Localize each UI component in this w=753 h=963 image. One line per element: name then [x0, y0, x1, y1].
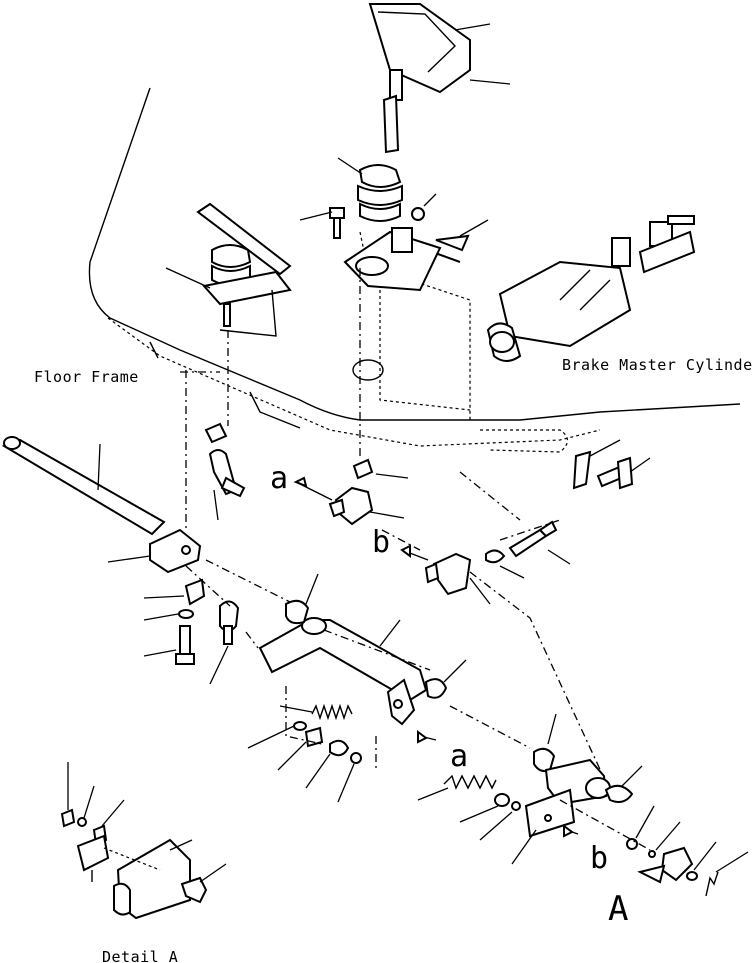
connector-a-bottom-label: a	[450, 739, 468, 774]
right-fittings	[400, 439, 651, 605]
steering-column	[368, 3, 511, 154]
detail-a-label: Detail A	[102, 948, 178, 963]
pedal-lever	[258, 573, 467, 726]
left-elbow-fitting	[204, 422, 246, 521]
rod-clamp	[107, 528, 202, 574]
connector-a-top-label: a	[270, 461, 288, 496]
floor-frame-label: Floor Frame	[34, 368, 139, 386]
connector-b-bottom-label: b	[590, 841, 608, 876]
assembly-centerlines	[180, 268, 651, 851]
brake-boot-upper	[337, 157, 403, 222]
left-clevis-joint	[209, 600, 240, 685]
brake-master-cylinder-label: Brake Master Cylinder	[562, 356, 753, 374]
connector-b-top-label: b	[372, 525, 390, 560]
detail-a-view	[60, 762, 227, 920]
middle-fittings	[293, 458, 409, 526]
return-spring-left	[247, 703, 437, 803]
upper-pedal-bracket	[299, 193, 489, 292]
brake-master-cylinder	[486, 215, 696, 362]
left-hardware-stack	[143, 578, 206, 665]
brake-pedal-assembly	[165, 202, 292, 337]
view-a-label: A	[608, 889, 628, 929]
pedal-shaft-rod	[1, 436, 166, 536]
